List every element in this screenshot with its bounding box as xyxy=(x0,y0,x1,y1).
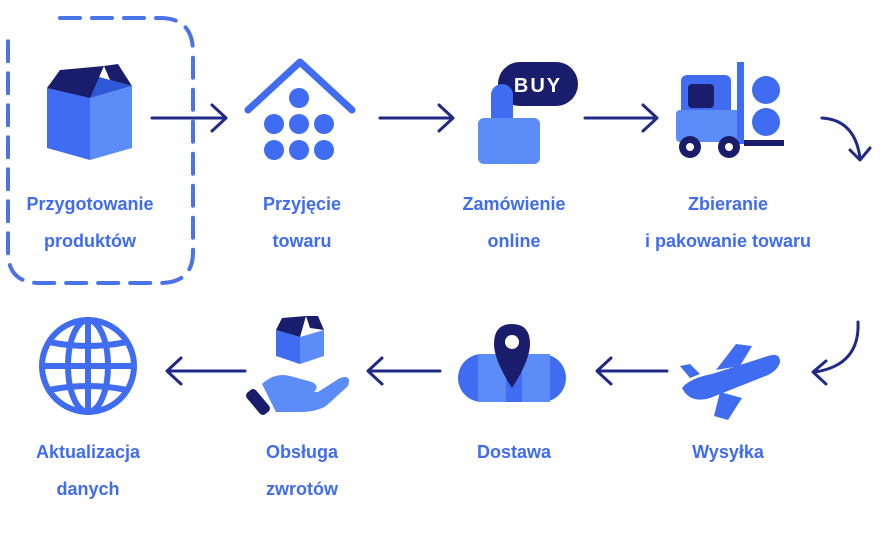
airplane-icon xyxy=(680,344,780,420)
arrow-right-1 xyxy=(150,103,228,133)
highlight-frame xyxy=(6,16,195,285)
box-icon xyxy=(47,64,132,160)
arrow-left-2 xyxy=(366,356,442,386)
step-label-shipping: Wysyłka xyxy=(692,442,764,462)
arrow-left-1 xyxy=(595,356,669,386)
arrow-left-3 xyxy=(165,356,247,386)
arrow-curve-left xyxy=(811,320,860,386)
warehouse-icon xyxy=(244,58,356,160)
forklift-icon xyxy=(676,62,784,158)
arrow-curve-down xyxy=(820,116,872,162)
hand-box-icon xyxy=(246,316,349,415)
map-pin-icon xyxy=(458,324,566,402)
arrow-right-3 xyxy=(583,103,659,133)
arrow-right-2 xyxy=(378,103,455,133)
step-label-delivery: Dostawa xyxy=(476,442,552,462)
buy-button-icon: BUY xyxy=(478,62,578,164)
globe-icon xyxy=(39,317,137,415)
buy-label: BUY xyxy=(514,75,562,97)
